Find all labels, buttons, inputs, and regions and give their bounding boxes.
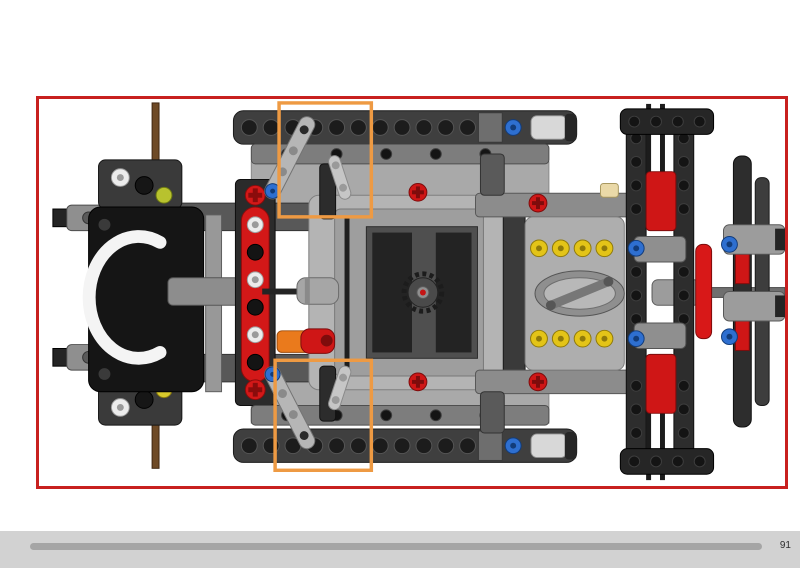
right-edge-assembly (721, 155, 785, 428)
step-frame (36, 96, 788, 489)
model-top-view-illustration (52, 101, 785, 481)
gear (401, 271, 445, 314)
left-top-bricks (98, 159, 183, 210)
callout-box-bottom (273, 358, 374, 473)
instruction-page (0, 0, 800, 531)
red-shock-absorber (695, 243, 713, 340)
orange-red-connector (276, 328, 336, 354)
center-gearbox (262, 163, 508, 422)
horizontal-scrollbar[interactable] (30, 543, 762, 550)
page-number: 91 (779, 540, 791, 551)
left-axle-housing (167, 277, 243, 306)
highlighted-liftarm-top (264, 116, 352, 200)
left-panel-with-white-mark (82, 206, 205, 393)
red-liftarm-column (234, 179, 276, 406)
callout-box-top (277, 101, 374, 219)
footer: 91 (0, 531, 800, 568)
top-beam (232, 110, 578, 165)
right-frame-beams (619, 103, 715, 481)
differential (534, 270, 625, 317)
